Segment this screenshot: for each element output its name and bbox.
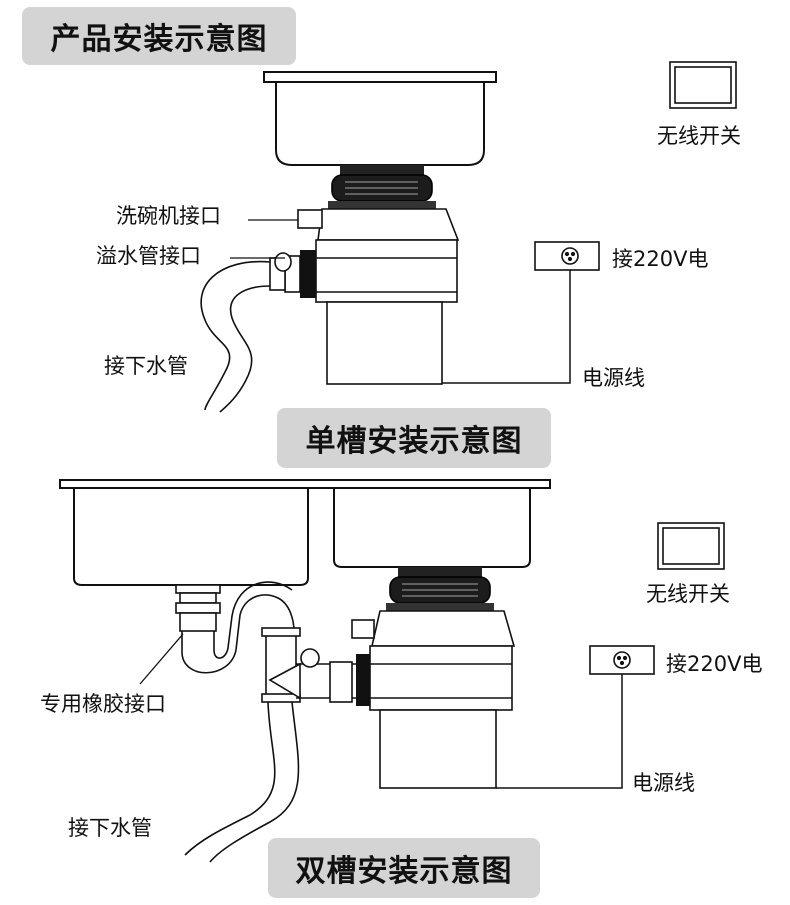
leader-lines-top [230,219,298,259]
label-wireless-switch: 无线开关 [657,124,741,148]
p-trap-icon [181,581,360,703]
leader-line-rubber [139,633,184,685]
drain-hose-icon-bottom [184,701,300,863]
title-double-sink: 双槽安装示意图 [268,838,540,898]
label-power-cord-bottom: 电源线 [632,771,695,795]
single-sink-icon [263,71,497,166]
label-power-220v: 接220V电 [612,247,709,271]
garbage-disposer-icon-bottom [351,567,516,789]
power-outlet-icon [534,241,600,271]
rubber-adapter-icon [175,584,221,632]
wall-switch-icon-bottom [657,522,725,570]
label-power-220v-bottom: 接220V电 [666,652,763,676]
title-single-sink: 单槽安装示意图 [277,408,551,468]
label-power-cord: 电源线 [582,366,645,390]
garbage-disposer-icon [269,165,460,385]
label-overflow-port: 溢水管接口 [96,244,201,268]
label-wireless-switch-bottom: 无线开关 [646,582,730,606]
power-outlet-icon-bottom [589,645,655,675]
drain-hose-icon [200,260,271,413]
label-drain-pipe: 接下水管 [104,354,188,378]
power-cord-line-bottom [496,674,623,789]
power-cord-line [442,270,571,384]
label-dishwasher-port: 洗碗机接口 [116,204,221,228]
label-drain-pipe-bottom: 接下水管 [68,816,152,840]
title-product-diagram: 产品安装示意图 [22,7,296,65]
label-rubber-port: 专用橡胶接口 [40,692,166,716]
wall-switch-icon [669,61,737,109]
